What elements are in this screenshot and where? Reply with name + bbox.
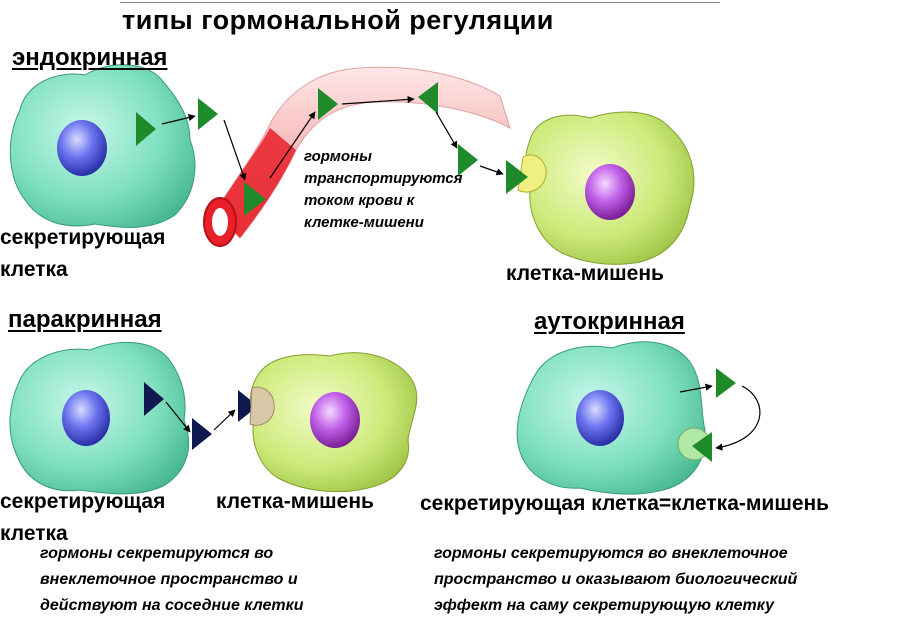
paracrine-receptor [249, 386, 275, 426]
paracrine-hormone-1 [144, 382, 164, 416]
top-rule [120, 2, 720, 3]
paracrine-target-label: клетка-мишень [216, 490, 374, 513]
autocrine-cell-label: секретирующая клетка=клетка-мишень [420, 492, 830, 515]
paracrine-hormone-2 [192, 418, 212, 450]
autocrine-note-line: гормоны секретируются во внеклеточное [434, 545, 788, 562]
endocrine-hormone-7 [506, 160, 528, 194]
endocrine-note-line: транспортируются [304, 170, 463, 187]
endocrine-hormone-5 [418, 82, 438, 114]
endocrine-hormone-3 [244, 182, 266, 216]
endocrine-hormone-2 [198, 98, 218, 130]
endocrine-note-line: током крови к [304, 192, 415, 209]
endocrine-arrow-2 [223, 119, 247, 181]
endocrine-secreting-label-2: клетка [0, 258, 68, 281]
autocrine-arrow-1 [679, 383, 713, 393]
endocrine-note-line: клетке-мишени [304, 214, 424, 231]
endocrine-heading: эндокринная [12, 44, 168, 71]
autocrine-heading: аутокринная [534, 308, 685, 335]
endocrine-arrow-5 [435, 111, 458, 149]
page-title: типы гормональной регуляции [122, 5, 554, 35]
autocrine-hormone-2 [692, 432, 712, 462]
autocrine-note-line: пространство и оказывают биологический [434, 571, 798, 588]
endocrine-secreting-nucleus [57, 120, 107, 176]
autocrine-note-line: эффект на саму секретирующую клетку [434, 597, 774, 614]
endocrine-note: гормоны транспортируются током крови к к… [304, 146, 462, 234]
paracrine-secreting-label: секретирующая [0, 490, 166, 513]
endocrine-arrow-4 [341, 95, 415, 105]
autocrine-nucleus [576, 390, 624, 446]
autocrine-hormone-1 [716, 368, 736, 398]
endocrine-arrow-3 [269, 111, 316, 179]
paracrine-target-nucleus [310, 392, 360, 448]
endocrine-arrow-1 [161, 114, 196, 125]
autocrine-arrow-2 [715, 385, 761, 451]
endocrine-hormone-4 [318, 88, 338, 120]
endocrine-hormone-6 [458, 144, 478, 176]
endocrine-arrow-6 [479, 165, 504, 176]
paracrine-heading: паракринная [8, 306, 162, 333]
paracrine-hormone-3 [238, 390, 258, 422]
endocrine-hormone-1 [136, 112, 156, 146]
endocrine-note-line: гормоны [304, 148, 372, 165]
paracrine-secreting-label-2: клетка [0, 522, 68, 545]
endocrine-secreting-label: секретирующая [0, 226, 166, 249]
blood-vessel-lumen [212, 208, 228, 236]
autocrine-note: гормоны секретируются во внеклеточное пр… [434, 541, 797, 619]
paracrine-arrow-2 [213, 409, 236, 431]
paracrine-note-line: внеклеточное пространство и [40, 571, 298, 588]
endocrine-target-label: клетка-мишень [506, 262, 664, 285]
paracrine-arrow-1 [165, 401, 191, 433]
paracrine-note: гормоны секретируются во внеклеточное пр… [40, 541, 304, 619]
endocrine-receptor [517, 154, 547, 193]
paracrine-secreting-nucleus [62, 390, 110, 446]
paracrine-note-line: действуют на соседние клетки [40, 597, 304, 614]
endocrine-target-nucleus [585, 164, 635, 220]
blood-vessel-lower-wall [215, 128, 296, 238]
paracrine-note-line: гормоны секретируются во [40, 545, 274, 562]
